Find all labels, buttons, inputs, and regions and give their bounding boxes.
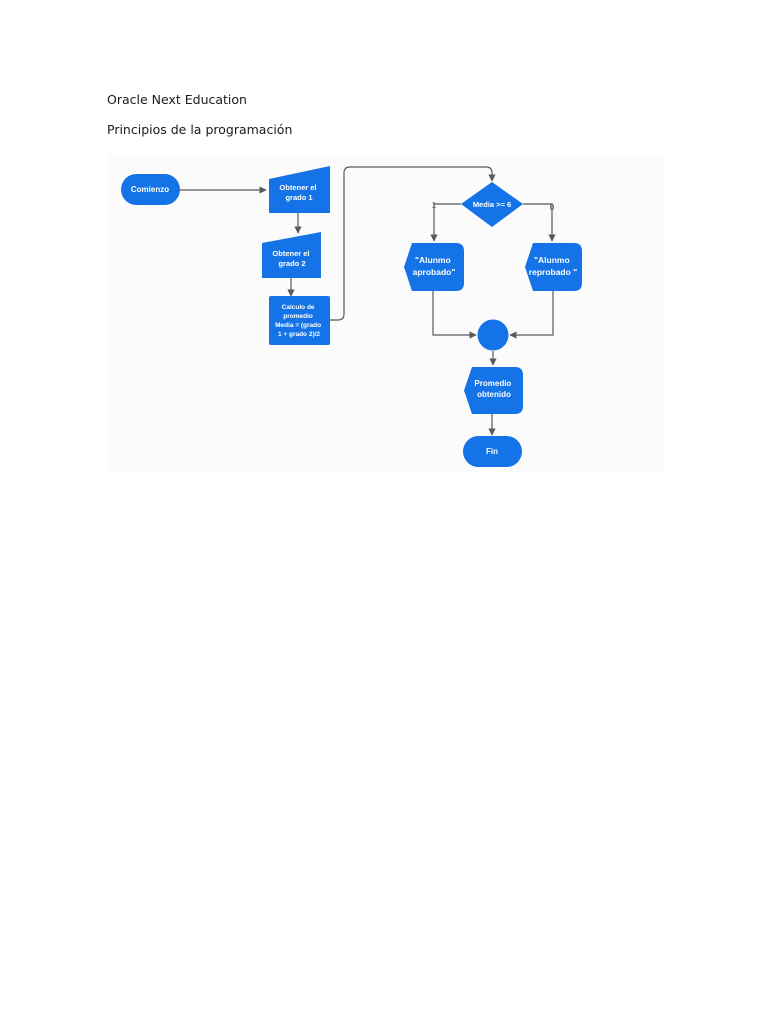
svg-text:Comienzo: Comienzo: [131, 185, 169, 194]
document-line-subject: Principios de la programación: [107, 122, 293, 137]
svg-text:"Alunmo aprobado": "Alunmo aprobado": [413, 255, 456, 277]
flowchart-image: 1 0 Comienzo Obtener el grado 1 Obtener …: [108, 155, 663, 473]
node-display-average: Promedio obtenido: [464, 367, 523, 414]
node-start-label: Comienzo: [131, 185, 169, 194]
svg-text:Obtener el grado 1: Obtener el grado 1: [279, 183, 318, 202]
node-input1-line-1: Obtener el: [279, 183, 316, 192]
node-connector: [477, 319, 509, 351]
node-input2-line-2: grado 2: [278, 259, 305, 268]
node-decision-label: Media >= 6: [473, 200, 511, 209]
node-process-line-1: Calculo de: [282, 304, 315, 311]
node-input-grade-2: Obtener el grado 2: [262, 232, 321, 278]
edge-fail-connector: [509, 291, 554, 339]
node-display-fail: "Alunmo reprobado ": [525, 243, 582, 291]
node-avg-line-2: obtenido: [477, 390, 511, 399]
node-input2-line-1: Obtener el: [272, 249, 309, 258]
node-process-average: Calculo de promedio Media = (grado 1 + g…: [269, 296, 330, 345]
node-start: Comienzo: [121, 174, 180, 205]
edge-pass-connector: [432, 291, 477, 339]
edge-label-yes: 1: [432, 201, 437, 210]
edge-label-no: 0: [550, 203, 555, 212]
flowchart-edges: 1 0: [180, 166, 556, 436]
document-line-course: Oracle Next Education: [107, 92, 247, 107]
svg-text:"Alunmo reprobado ": "Alunmo reprobado ": [529, 255, 577, 277]
node-input-grade-1: Obtener el grado 1: [269, 166, 330, 213]
svg-text:Fin: Fin: [486, 447, 498, 456]
svg-text:Calculo de promedio: Calculo de promedio Media = (grado 1 + g…: [275, 304, 323, 338]
node-end: Fin: [463, 436, 522, 467]
node-process-line-3: Media = (grado: [275, 322, 321, 329]
node-fail-line-1: "Alunmo: [534, 255, 570, 265]
svg-text:Promedio obtenido: Promedio obtenido: [474, 379, 513, 399]
node-display-pass: "Alunmo aprobado": [404, 243, 464, 291]
node-process-line-4: 1 + grado 2)/2: [278, 331, 320, 338]
node-pass-line-2: aprobado": [413, 267, 456, 277]
node-fail-line-2: reprobado ": [529, 267, 577, 277]
node-avg-line-1: Promedio: [474, 379, 511, 388]
svg-text:Obtener el grado 2: Obtener el grado 2: [272, 249, 311, 268]
node-process-line-2: promedio: [283, 313, 313, 320]
node-pass-line-1: "Alunmo: [415, 255, 451, 265]
edge-decision-fail: [523, 203, 556, 242]
svg-text:Media >= 6: Media >= 6: [473, 200, 511, 209]
node-decision: Media >= 6: [461, 182, 523, 227]
edge-decision-pass: [430, 203, 461, 242]
node-end-label: Fin: [486, 447, 498, 456]
flowchart-diagram: 1 0 Comienzo Obtener el grado 1 Obtener …: [121, 166, 582, 467]
node-input1-line-2: grado 1: [285, 193, 312, 202]
edge-process-decision: [330, 166, 496, 321]
